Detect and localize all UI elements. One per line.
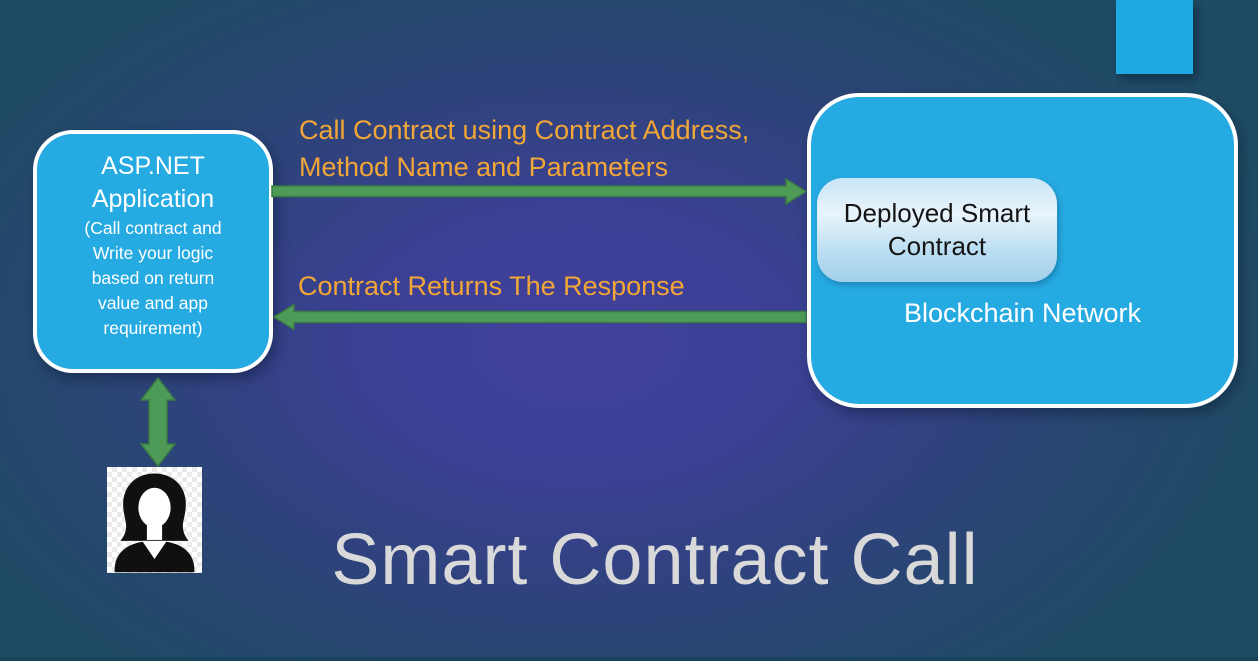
deployed-contract-line2: Contract: [887, 231, 987, 261]
aspnet-sub-line3: based on return: [91, 268, 215, 288]
user-interaction-arrow: [139, 376, 177, 468]
aspnet-sub-line4: value and app: [98, 293, 208, 313]
blockchain-network-label: Blockchain Network: [903, 298, 1142, 328]
slide-title: Smart Contract Call: [331, 520, 979, 600]
user-icon: [107, 467, 202, 573]
aspnet-title-line2: Application: [91, 185, 215, 213]
person-silhouette-icon: [114, 473, 195, 573]
aspnet-sub-line1: (Call contract and: [84, 218, 222, 238]
call-arrow: [271, 177, 808, 206]
aspnet-sub-line5: requirement): [103, 318, 203, 338]
response-arrow: [272, 303, 807, 331]
aspnet-app-node: ASP.NET Application (Call contract and W…: [33, 130, 273, 373]
accent-square: [1116, 0, 1193, 74]
bottom-accent-bar: [0, 657, 1258, 661]
deployed-contract-line1: Deployed Smart: [843, 198, 1031, 228]
call-arrow-label-line1: Call Contract using Contract Address,: [299, 115, 750, 145]
call-arrow-label-line2: Method Name and Parameters: [299, 152, 669, 182]
deployed-contract-node: Deployed Smart Contract: [817, 178, 1057, 282]
aspnet-title-line1: ASP.NET: [101, 152, 205, 180]
call-arrow-label: Call Contract using Contract Address, Me…: [299, 112, 749, 186]
response-arrow-label: Contract Returns The Response: [298, 271, 685, 301]
aspnet-sub-line2: Write your logic: [92, 243, 214, 263]
